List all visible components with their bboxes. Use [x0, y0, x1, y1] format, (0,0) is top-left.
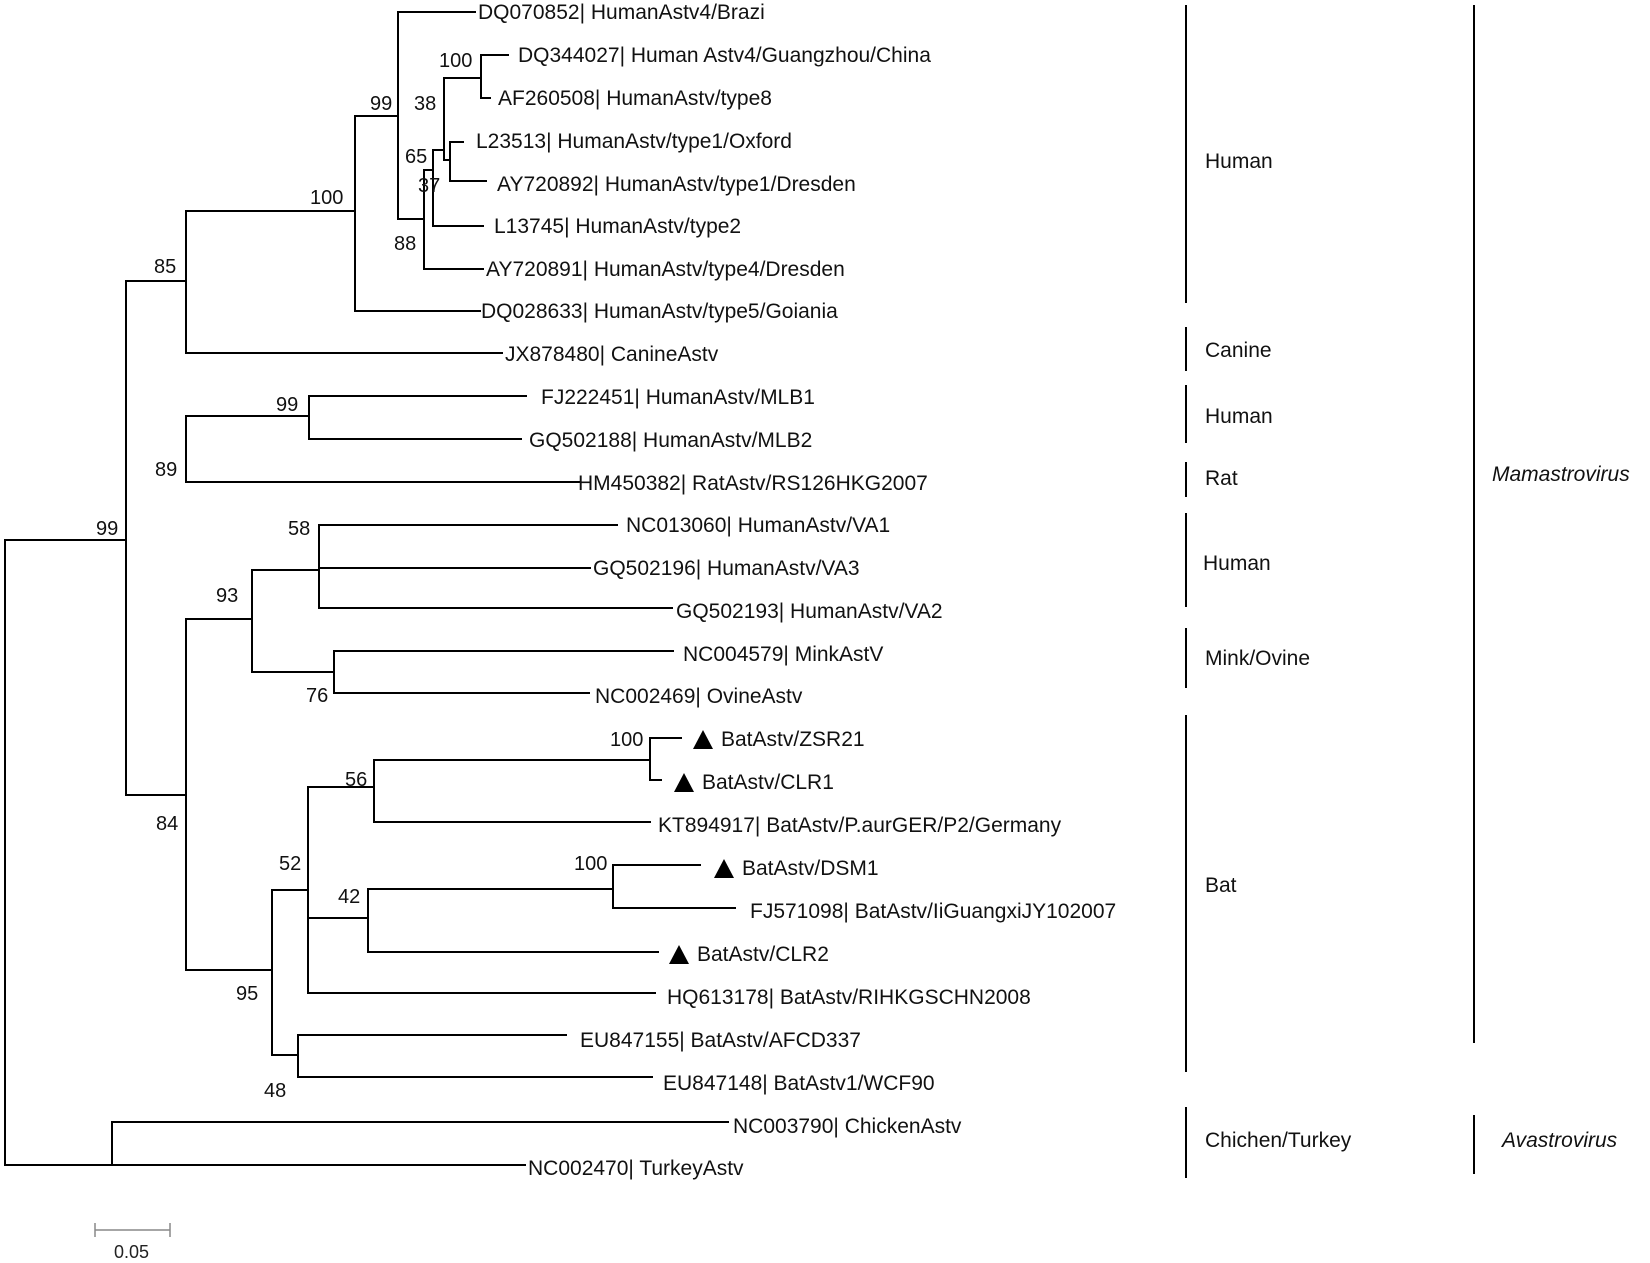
- group-label-chichen-turkey: Chichen/Turkey: [1205, 1129, 1352, 1152]
- leaf-label: NC013060| HumanAstv/VA1: [626, 514, 890, 537]
- leaf-label: DQ070852| HumanAstv4/Brazi: [478, 1, 765, 24]
- bootstrap-value: 48: [264, 1080, 286, 1102]
- leaf-label: DQ344027| Human Astv4/Guangzhou/China: [518, 44, 931, 67]
- bootstrap-value: 38: [414, 93, 436, 115]
- bootstrap-value: 100: [439, 50, 472, 72]
- leaf-label: HM450382| RatAstv/RS126HKG2007: [578, 472, 928, 495]
- leaf-label: GQ502193| HumanAstv/VA2: [676, 600, 943, 623]
- leaf-label: NC004579| MinkAstV: [683, 643, 883, 666]
- group-label-human-1: Human: [1205, 150, 1273, 173]
- group-label-rat: Rat: [1205, 467, 1238, 490]
- leaf-label: GQ502188| HumanAstv/MLB2: [529, 429, 812, 452]
- leaf-label: AF260508| HumanAstv/type8: [498, 87, 772, 110]
- leaf-label: FJ222451| HumanAstv/MLB1: [541, 386, 815, 409]
- leaf-label: GQ502196| HumanAstv/VA3: [593, 557, 860, 580]
- bootstrap-value: 99: [276, 394, 298, 416]
- leaf-label: JX878480| CanineAstv: [505, 343, 719, 366]
- genus-label-mamastrovirus: Mamastrovirus: [1492, 463, 1630, 486]
- leaf-label: L23513| HumanAstv/type1/Oxford: [476, 130, 792, 153]
- group-label-human-3: Human: [1203, 552, 1271, 575]
- triangle-marker-icon: [674, 773, 694, 792]
- scale-bar-label: 0.05: [114, 1242, 149, 1262]
- bootstrap-value: 99: [370, 93, 392, 115]
- scale-bar: 0.05: [94, 1223, 171, 1262]
- leaf-label: KT894917| BatAstv/P.aurGER/P2/Germany: [658, 814, 1062, 837]
- bootstrap-value: 84: [156, 813, 178, 835]
- leaf-label: BatAstv/CLR2: [697, 943, 829, 966]
- leaf-label: NC002469| OvineAstv: [595, 685, 803, 708]
- bootstrap-values: 100 99 38 65 37 88 100 85 99 89 99 58 93 76 100 56 100 42…: [96, 50, 643, 1102]
- bootstrap-value: 100: [574, 853, 607, 875]
- bootstrap-value: 58: [288, 518, 310, 540]
- bootstrap-value: 56: [345, 769, 367, 791]
- leaf-label: BatAstv/CLR1: [702, 771, 834, 794]
- group-label-canine: Canine: [1205, 339, 1272, 362]
- genus-label-avastrovirus: Avastrovirus: [1500, 1129, 1618, 1152]
- bootstrap-value: 65: [405, 146, 427, 168]
- bootstrap-value: 88: [394, 233, 416, 255]
- triangle-marker-icon: [669, 945, 689, 964]
- leaf-label: NC002470| TurkeyAstv: [528, 1157, 744, 1180]
- bootstrap-value: 85: [154, 256, 176, 278]
- group-bars: [1185, 5, 1475, 1178]
- group-label-human-2: Human: [1205, 405, 1273, 428]
- bootstrap-value: 100: [310, 187, 343, 209]
- bootstrap-value: 52: [279, 853, 301, 875]
- triangle-marker-icon: [693, 730, 713, 749]
- leaf-label: EU847155| BatAstv/AFCD337: [580, 1029, 861, 1052]
- leaf-label: DQ028633| HumanAstv/type5/Goiania: [481, 300, 838, 323]
- bootstrap-value: 100: [610, 729, 643, 751]
- leaf-label: AY720891| HumanAstv/type4/Dresden: [486, 258, 845, 281]
- bootstrap-value: 99: [96, 518, 118, 540]
- triangle-marker-icon: [714, 859, 734, 878]
- group-label-bat: Bat: [1205, 874, 1237, 897]
- bootstrap-value: 93: [216, 585, 238, 607]
- leaf-label: EU847148| BatAstv1/WCF90: [663, 1072, 935, 1095]
- group-label-mink-ovine: Mink/Ovine: [1205, 647, 1310, 670]
- leaf-label: L13745| HumanAstv/type2: [494, 215, 741, 238]
- leaf-label: AY720892| HumanAstv/type1/Dresden: [497, 173, 856, 196]
- bootstrap-value: 76: [306, 685, 328, 707]
- leaf-label: BatAstv/ZSR21: [721, 728, 865, 751]
- tree-branches: [4, 11, 736, 1166]
- leaf-label: NC003790| ChickenAstv: [733, 1115, 962, 1138]
- bootstrap-value: 37: [418, 175, 440, 197]
- bootstrap-value: 89: [155, 459, 177, 481]
- bootstrap-value: 42: [338, 886, 360, 908]
- leaf-label: FJ571098| BatAstv/IiGuangxiJY102007: [750, 900, 1116, 923]
- bootstrap-value: 95: [236, 983, 258, 1005]
- leaf-label: HQ613178| BatAstv/RIHKGSCHN2008: [667, 986, 1031, 1009]
- leaf-label: BatAstv/DSM1: [742, 857, 879, 880]
